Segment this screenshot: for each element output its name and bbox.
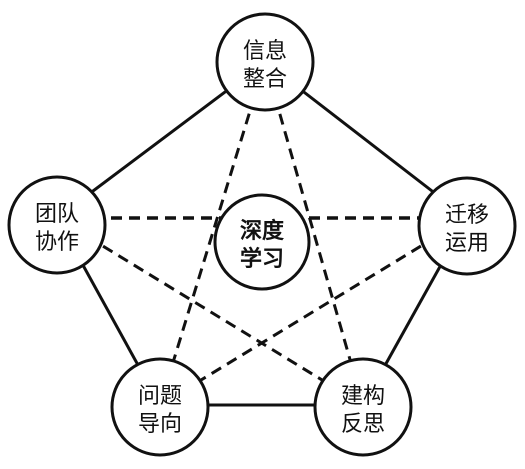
diagonal-transfer-problem [159,216,468,407]
center-node: 深度 学习 [213,193,311,291]
node-info-label-line-2: 整合 [243,67,287,92]
node-reflect-label-line-2: 反思 [341,412,385,437]
center-label-line-2: 学习 [240,246,284,272]
center-label-line-1: 深度 [240,218,285,244]
node-transfer-circle [417,176,517,276]
diagonal-info-problem [158,61,267,406]
node-reflect-circle [313,357,413,457]
node-transfer-label-line-2: 运用 [445,231,489,256]
node-problem: 问题 导向 [110,357,210,457]
node-reflect: 建构 反思 [313,357,413,457]
node-info-circle [215,12,315,112]
node-reflect-label-line-1: 建构 [341,384,385,409]
node-info: 信息 整合 [215,12,315,112]
node-team: 团队 协作 [7,175,107,275]
node-info-label-line-1: 信息 [243,39,287,64]
node-team-circle [7,175,107,275]
node-problem-label-line-2: 导向 [138,412,182,437]
node-problem-circle [110,357,210,457]
node-team-label-line-1: 团队 [35,202,79,227]
node-team-label-line-2: 协作 [35,230,79,255]
diagonal-info-reflect [263,61,365,406]
center-circle [213,193,311,291]
node-transfer-label-line-1: 迁移 [445,203,489,228]
node-problem-label-line-1: 问题 [138,384,182,409]
node-transfer: 迁移 运用 [417,176,517,276]
diagonal-team-reflect [56,216,364,407]
